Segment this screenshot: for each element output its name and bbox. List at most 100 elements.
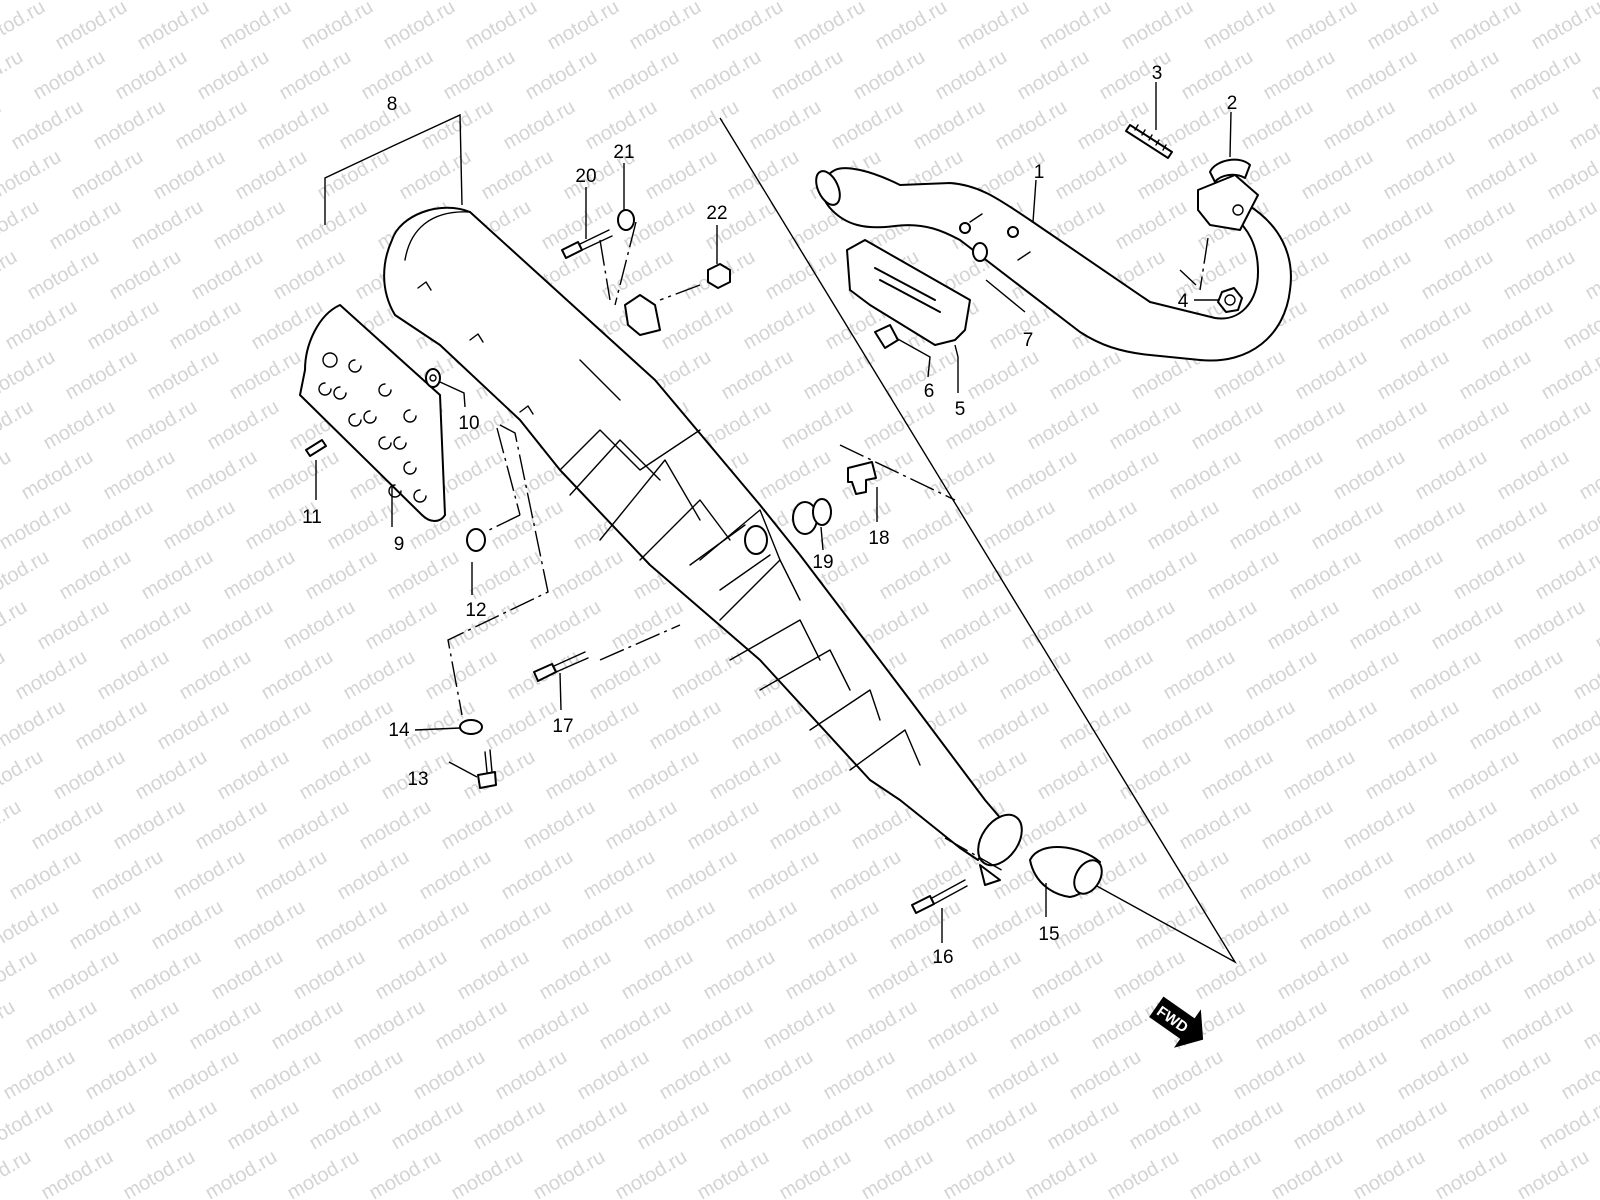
watermark-text: motod.ru: [0, 396, 37, 455]
watermark-text: motod.ru: [1200, 0, 1279, 54]
watermark-text: motod.ru: [1198, 746, 1277, 805]
watermark-text: motod.ru: [1034, 746, 1113, 805]
callout-11: 11: [302, 507, 322, 528]
watermark-text: motod.ru: [1374, 346, 1453, 405]
watermark-text: motod.ru: [902, 1046, 981, 1105]
watermark-text: motod.ru: [574, 1046, 653, 1105]
watermark-text: motod.ru: [1084, 446, 1163, 505]
watermark-text: motod.ru: [842, 996, 921, 1055]
watermark-text: motod.ru: [60, 1096, 139, 1155]
callout-9: 9: [394, 534, 405, 555]
watermark-text: motod.ru: [1138, 696, 1217, 755]
watermark-text: motod.ru: [946, 946, 1025, 1005]
callout-17: 17: [552, 716, 573, 737]
watermark-text: motod.ru: [586, 646, 665, 705]
watermark-text: motod.ru: [564, 696, 643, 755]
heat-shield: [299, 304, 446, 522]
watermark-text: motod.ru: [372, 946, 451, 1005]
callout-18: 18: [868, 528, 889, 549]
watermark-text: motod.ru: [1372, 1096, 1451, 1155]
watermark-text: motod.ru: [432, 996, 511, 1055]
watermark-text: motod.ru: [1466, 696, 1545, 755]
watermark-text: motod.ru: [18, 446, 97, 505]
watermark-text: motod.ru: [1424, 46, 1503, 105]
watermark-text: motod.ru: [924, 996, 1003, 1055]
watermark-text: motod.ru: [204, 396, 283, 455]
watermark-text: motod.ru: [1318, 846, 1397, 905]
watermark-text: motod.ru: [1126, 1096, 1205, 1155]
watermark-text: motod.ru: [1050, 896, 1129, 955]
watermark-text: motod.ru: [1478, 296, 1557, 355]
watermark-text: motod.ru: [224, 1096, 303, 1155]
watermark-text: motod.ru: [410, 1046, 489, 1105]
watermark-text: motod.ru: [740, 296, 819, 355]
watermark-text: motod.ru: [470, 1096, 549, 1155]
watermark-text: motod.ru: [30, 46, 109, 105]
watermark-text: motod.ru: [1024, 396, 1103, 455]
watermark-text: motod.ru: [1428, 596, 1507, 655]
watermark-text: motod.ru: [394, 896, 473, 955]
watermark-text: motod.ru: [438, 796, 517, 855]
watermark-text: motod.ru: [1520, 946, 1599, 1005]
watermark-text: motod.ru: [1450, 546, 1529, 605]
watermark-text: motod.ru: [662, 846, 741, 905]
watermark-text: motod.ru: [596, 996, 675, 1055]
watermark-text: motod.ru: [268, 996, 347, 1055]
callout-14: 14: [388, 720, 410, 741]
watermark-text: motod.ru: [724, 146, 803, 205]
watermark-text: motod.ru: [150, 146, 229, 205]
watermark-text: motod.ru: [334, 846, 413, 905]
watermark-text: motod.ru: [1182, 596, 1261, 655]
watermark-text: motod.ru: [1204, 546, 1283, 605]
watermark-text: motod.ru: [0, 546, 53, 605]
hardware-parts: [305, 124, 1251, 914]
watermark-text: motod.ru: [962, 1096, 1041, 1155]
watermark-text: motod.ru: [1334, 996, 1413, 1055]
watermark-text: motod.ru: [1440, 196, 1519, 255]
watermark-text: motod.ru: [1052, 146, 1131, 205]
watermark-text: motod.ru: [1576, 446, 1600, 505]
watermark-text: motod.ru: [526, 596, 605, 655]
watermark-text: motod.ru: [800, 346, 879, 405]
watermark-text: motod.ru: [790, 0, 869, 54]
watermark-text: motod.ru: [1446, 0, 1525, 54]
watermark-text: motod.ru: [640, 896, 719, 955]
watermark-text: motod.ru: [28, 796, 107, 855]
watermark-text: motod.ru: [898, 496, 977, 555]
watermark-text: motod.ru: [1346, 596, 1425, 655]
watermark-text: motod.ru: [1324, 646, 1403, 705]
watermark-text: motod.ru: [104, 996, 183, 1055]
watermark-text: motod.ru: [1260, 46, 1339, 105]
watermark-text: motod.ru: [738, 1046, 817, 1105]
watermark-text: motod.ru: [1462, 146, 1541, 205]
watermark-text: motod.ru: [718, 346, 797, 405]
watermark-text: motod.ru: [1028, 946, 1107, 1005]
watermark-text: motod.ru: [1178, 46, 1257, 105]
watermark-text: motod.ru: [258, 646, 337, 705]
watermark-text: motod.ru: [1296, 896, 1375, 955]
watermark-text: motod.ru: [466, 546, 545, 605]
watermark-text: motod.ru: [198, 596, 277, 655]
watermark-text: motod.ru: [492, 1046, 571, 1105]
watermark-text: motod.ru: [230, 896, 309, 955]
watermark-text: motod.ru: [1156, 96, 1235, 155]
watermark-text: motod.ru: [964, 346, 1043, 405]
watermark-text: motod.ru: [214, 746, 293, 805]
callout-1: 1: [1034, 162, 1045, 183]
watermark-text: motod.ru: [604, 46, 683, 105]
watermark-text: motod.ru: [0, 46, 27, 105]
watermark-text: motod.ru: [6, 846, 85, 905]
watermark-text: motod.ru: [1396, 296, 1475, 355]
watermark-text: motod.ru: [1132, 896, 1211, 955]
watermark-text: motod.ru: [274, 796, 353, 855]
watermark-text: motod.ru: [170, 846, 249, 905]
watermark-text: motod.ru: [1248, 446, 1327, 505]
watermark-text: motod.ru: [100, 446, 179, 505]
watermark-text: motod.ru: [996, 646, 1075, 705]
watermark-text: motod.ru: [1438, 946, 1517, 1005]
watermark-text: motod.ru: [422, 646, 501, 705]
watermark-text: motod.ru: [0, 246, 21, 305]
watermark-text: motod.ru: [744, 846, 823, 905]
callout-22: 22: [706, 203, 727, 224]
